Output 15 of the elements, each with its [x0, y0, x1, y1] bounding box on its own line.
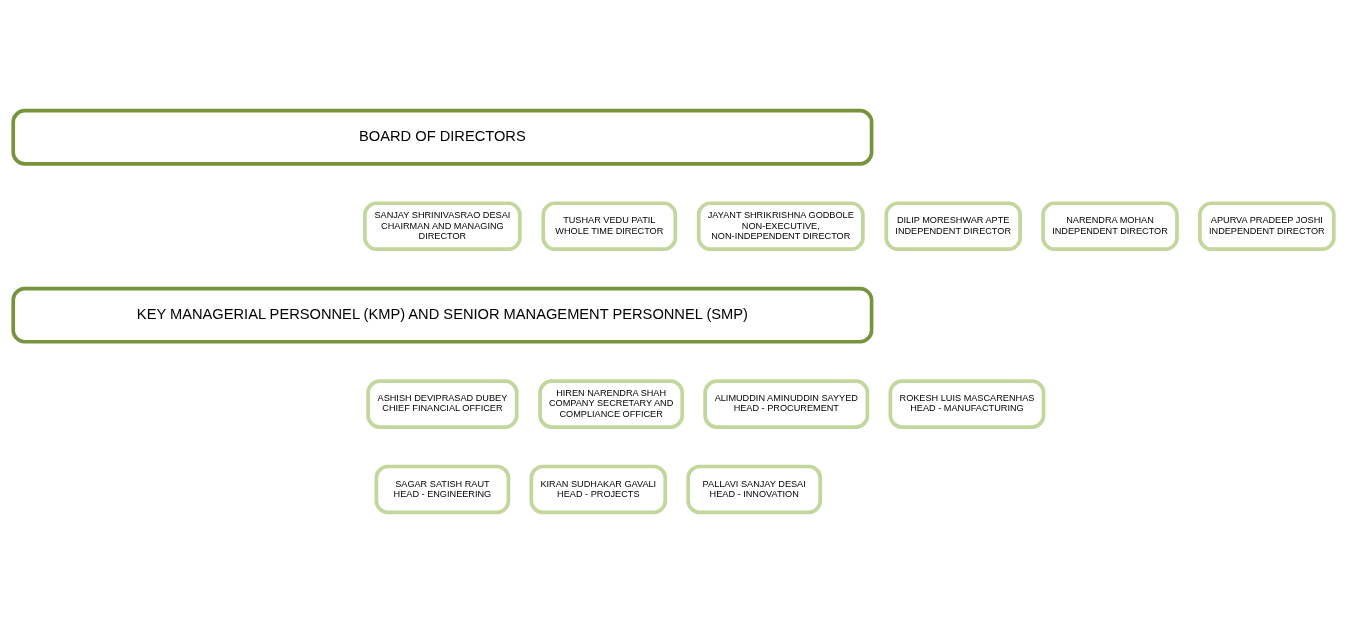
node-box: ROKESH LUIS MASCARENHAS HEAD - MANUFACTURING — [888, 379, 1046, 429]
node-box: DILIP MORESHWAR APTE INDEPENDENT DIRECTOR — [884, 201, 1022, 251]
node-box: HIREN NARENDRA SHAH COMPANY SECRETARY AND COMPLIANCE OFFICER — [538, 379, 685, 429]
node-box: TUSHAR VEDU PATIL WHOLE TIME DIRECTOR — [541, 201, 678, 251]
node-box: PALLAVI SANJAY DESAI HEAD - INNOVATION — [686, 464, 823, 515]
node-box: APURVA PRADEEP JOSHI INDEPENDENT DIRECTOR — [1198, 201, 1336, 251]
node-box: ASHISH DEVIPRASAD DUBEY CHIEF FINANCIAL OFFICER — [366, 379, 519, 429]
node-box: KEY MANAGERIAL PERSONNEL (KMP) AND SENIOR MANAGEMENT PERSONNEL (SMP) — [11, 286, 874, 344]
node-box: JAYANT SHRIKRISHNA GODBOLE NON-EXECUTIVE, NON-INDEPENDENT DIRECTOR — [696, 201, 865, 251]
node-box: SANJAY SHRINIVASRAO DESAI CHAIRMAN AND MANAGING DIRECTOR — [363, 201, 522, 251]
node-box: ALIMUDDIN AMINUDDIN SAYYED HEAD - PROCUREMENT — [703, 379, 870, 429]
node-box: KIRAN SUDHAKAR GAVALI HEAD - PROJECTS — [529, 464, 668, 515]
node-box: NARENDRA MOHAN INDEPENDENT DIRECTOR — [1041, 201, 1179, 251]
node-box: SAGAR SATISH RAUT HEAD - ENGINEERING — [374, 464, 511, 515]
node-box: BOARD OF DIRECTORS — [11, 108, 874, 166]
